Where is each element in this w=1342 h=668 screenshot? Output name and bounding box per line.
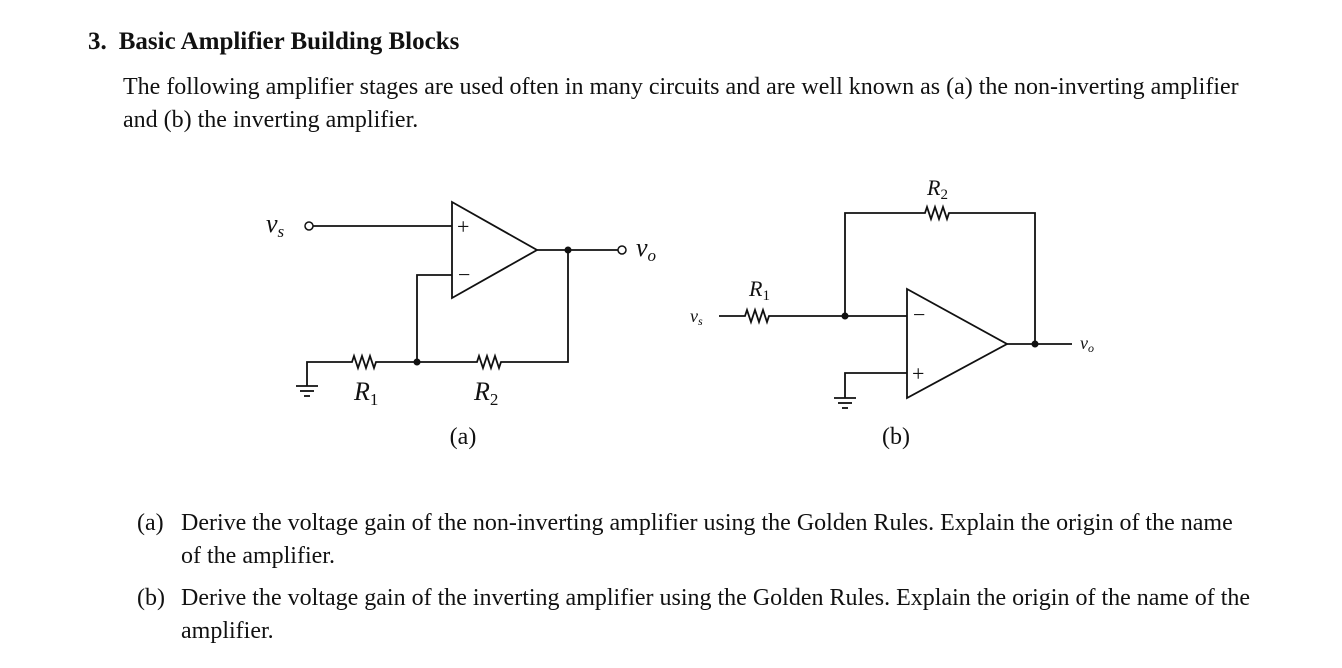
- label-r2-a: R2: [473, 377, 498, 409]
- minus-sign-b: −: [913, 302, 925, 327]
- question-b: (b) Derive the voltage gain of the inver…: [123, 582, 1258, 648]
- ground-icon: [296, 385, 318, 397]
- wire-minus-node-a: [416, 274, 452, 362]
- question-b-text: Derive the voltage gain of the inverting…: [181, 585, 1251, 644]
- section-heading: 3. Basic Amplifier Building Blocks: [88, 28, 459, 56]
- label-vs-a: vs: [266, 209, 285, 241]
- label-vo-a: vo: [636, 233, 656, 265]
- resistor-r1-a: [306, 353, 417, 386]
- label-vs-b: vs: [690, 306, 703, 328]
- question-b-label: (b): [137, 585, 165, 611]
- circuit-a: + − vs vo R1 R2 (a): [266, 200, 656, 450]
- question-a-text: Derive the voltage gain of the non-inver…: [181, 510, 1233, 569]
- resistor-r1-b: [719, 307, 907, 325]
- label-vo-b: vo: [1080, 333, 1094, 355]
- vs-terminal-a: [304, 221, 314, 231]
- ground-icon: [834, 397, 856, 409]
- resistor-r2-a: [417, 250, 569, 371]
- section-title: Basic Amplifier Building Blocks: [118, 28, 460, 55]
- section-number: 3.: [88, 28, 107, 55]
- intro-paragraph: The following amplifier stages are used …: [123, 74, 1239, 133]
- output-node-b: [1031, 340, 1039, 348]
- minus-sign-a: −: [458, 262, 470, 287]
- label-r2-b: R2: [926, 175, 948, 203]
- vo-terminal-a: [617, 245, 627, 255]
- resistor-r2-b: [844, 204, 1036, 344]
- label-r1-b: R1: [748, 276, 770, 304]
- label-r1-a: R1: [353, 377, 378, 409]
- caption-b: (b): [882, 424, 910, 450]
- plus-sign-a: +: [457, 214, 469, 239]
- opamp-a-triangle: [451, 200, 539, 300]
- question-a-label: (a): [137, 510, 164, 536]
- wire-plus-ground-b: [844, 372, 907, 398]
- plus-sign-b: +: [912, 361, 924, 386]
- circuit-b: − + vs vo R1 R2 (b): [690, 175, 1094, 450]
- opamp-b-triangle: [906, 287, 1009, 400]
- caption-a: (a): [450, 424, 477, 450]
- question-a: (a) Derive the voltage gain of the non-i…: [123, 507, 1258, 573]
